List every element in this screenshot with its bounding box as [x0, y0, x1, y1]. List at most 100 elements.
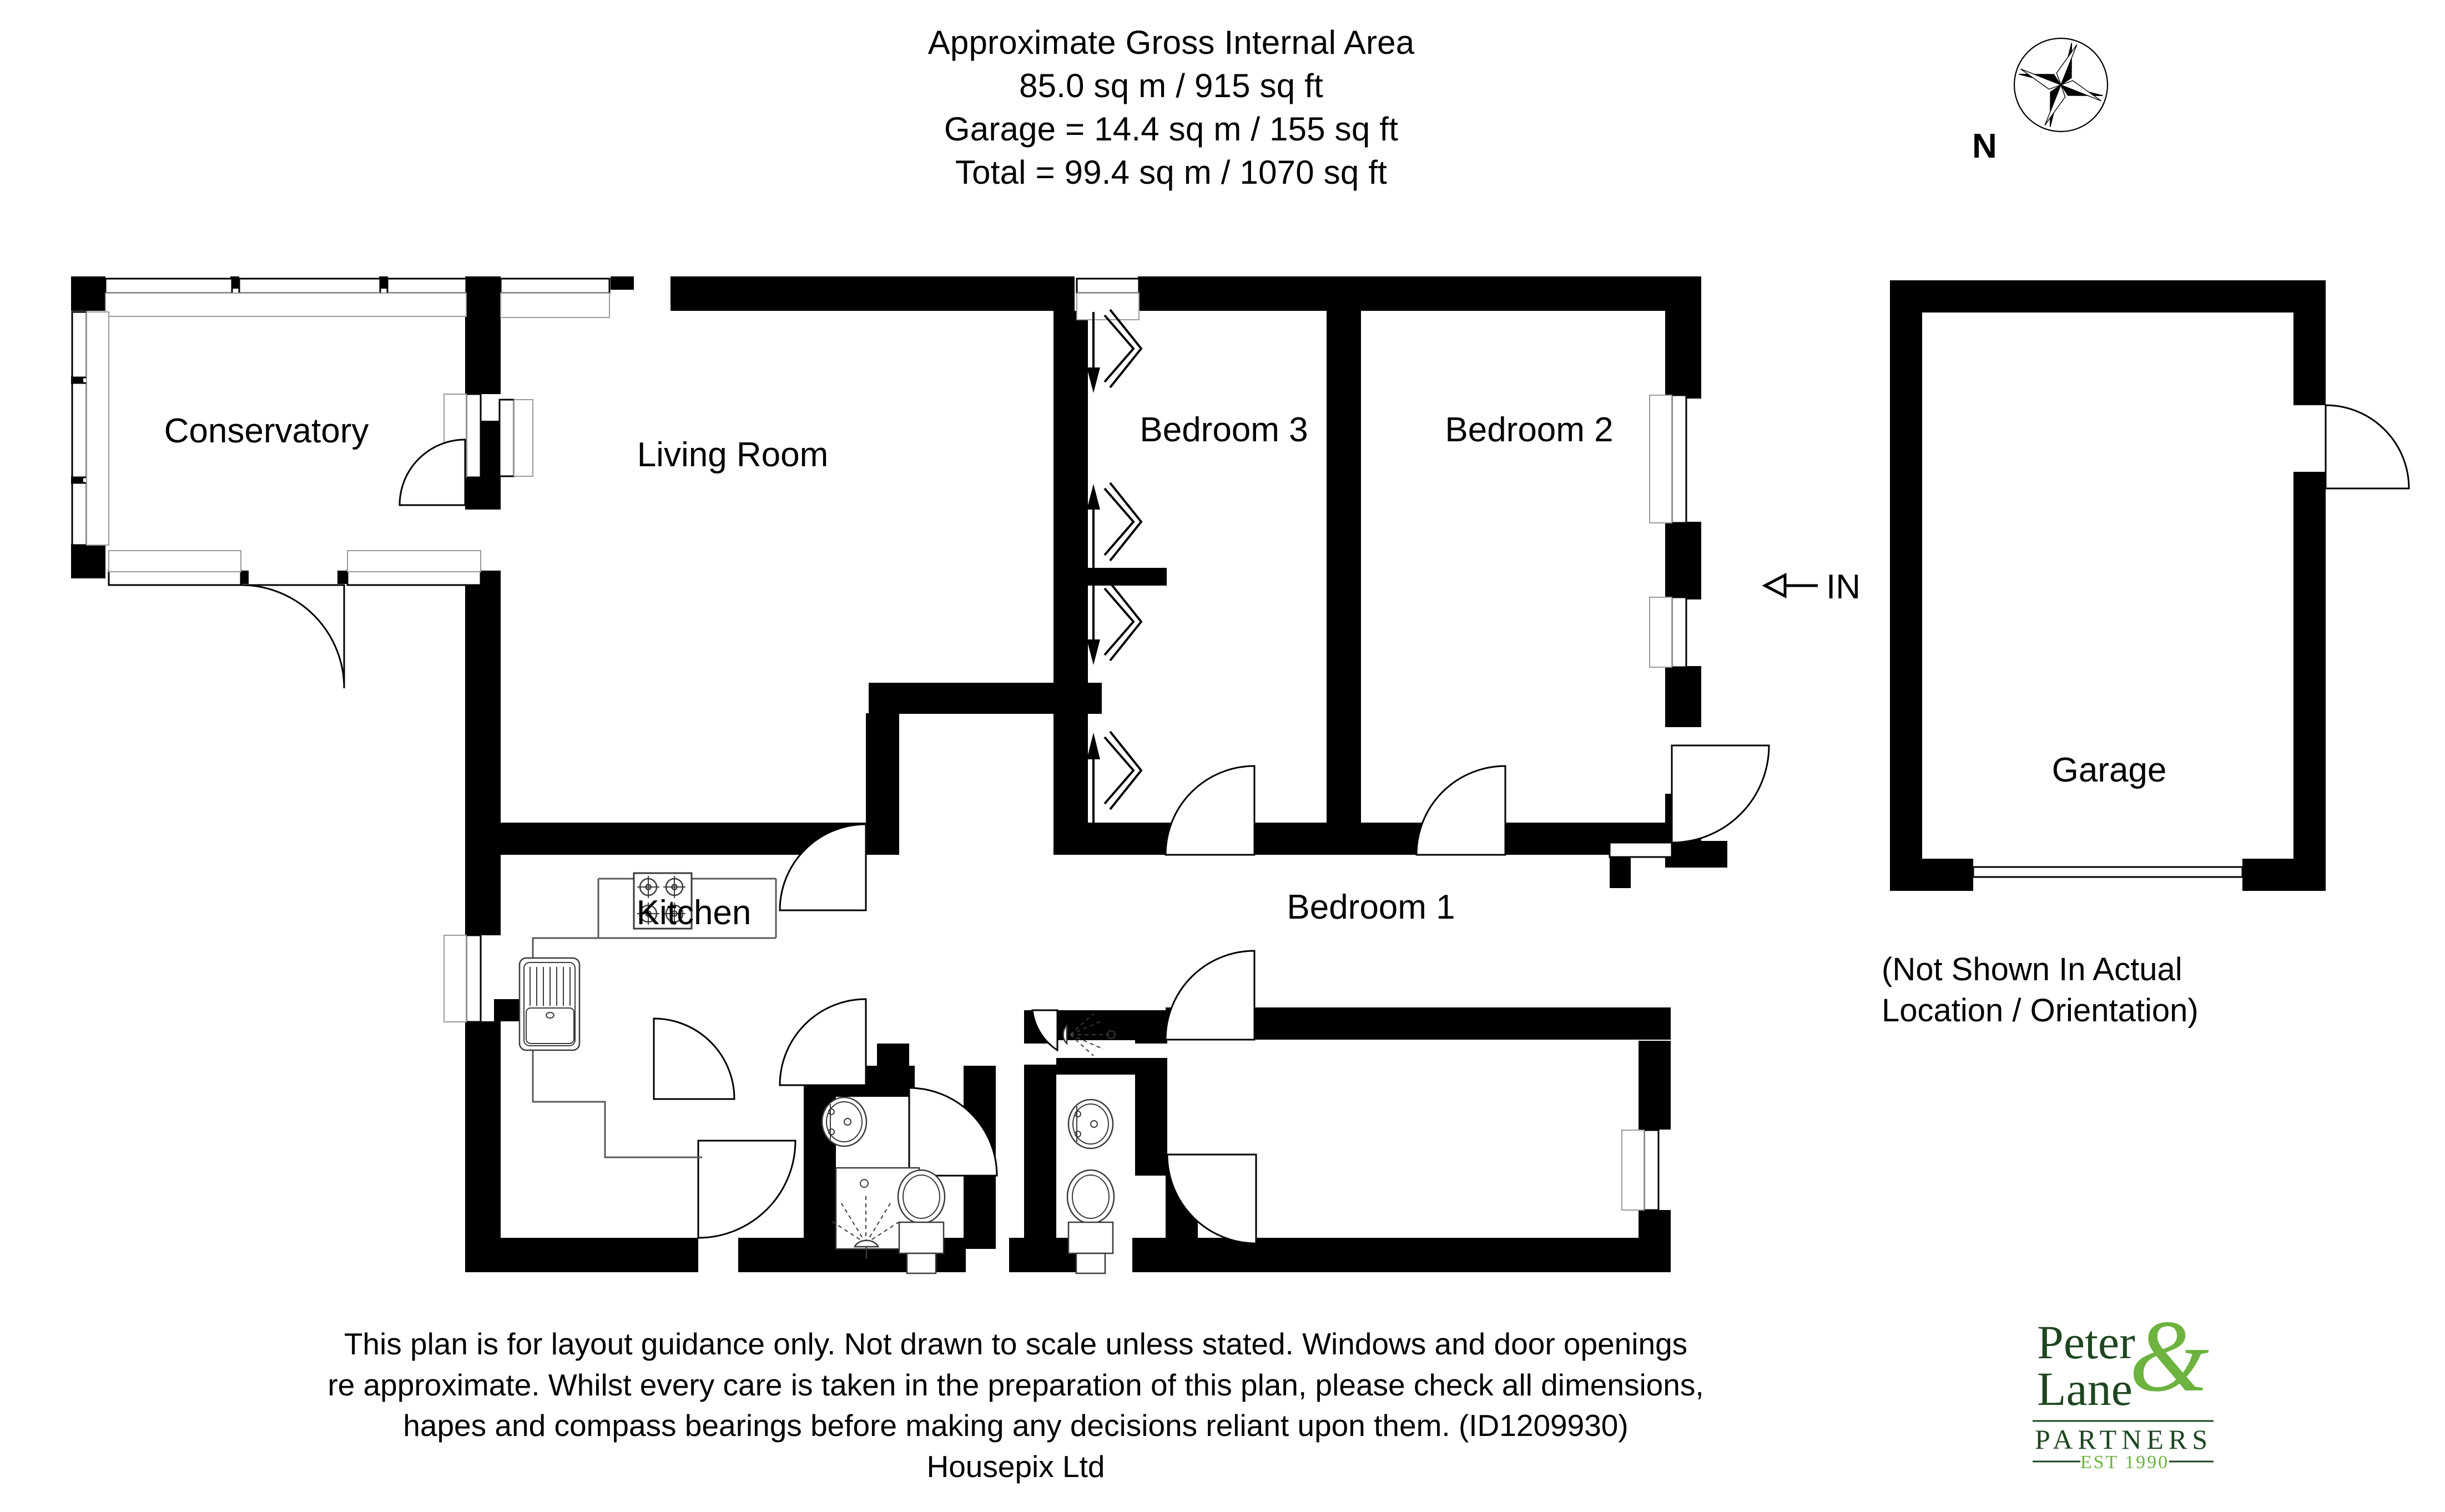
- wall-east-low: [1665, 666, 1701, 727]
- kitchen-sink: [518, 957, 581, 1051]
- window-cons-n-sill: [105, 293, 467, 317]
- window-cons-s-2-sill: [347, 550, 481, 572]
- window-cons-w-sill: [86, 311, 109, 546]
- door-bedroom-1-north: [1164, 950, 1256, 1041]
- wall-bed1-east-upper: [1639, 1041, 1671, 1130]
- wall-garage-east-lower: [2293, 472, 2326, 891]
- window-cons-s-2: [346, 569, 482, 586]
- wall-kitchen-west-upper: [465, 846, 501, 935]
- room-label-bedroom-1: Bedroom 1: [1287, 888, 1455, 926]
- room-labels: Conservatory Living Room Bedroom 3 Bedro…: [164, 411, 2167, 932]
- walls: [71, 276, 2326, 1272]
- area-summary: Approximate Gross Internal Area 85.0 sq …: [744, 21, 1599, 194]
- bathroom-2-fixtures: [1062, 1013, 1116, 1274]
- wall-hall-west-stub: [866, 713, 899, 824]
- logo-partners: PARTNERS: [2035, 1424, 2212, 1455]
- room-label-bedroom-2: Bedroom 2: [1445, 411, 1613, 449]
- compass-north-label: N: [1972, 127, 1997, 165]
- mullion-cons-n-2: [379, 276, 388, 289]
- door-garage-side: [2325, 404, 2410, 490]
- wall-north-seg-b: [671, 276, 1053, 311]
- window-bed1-e: [1643, 1129, 1660, 1211]
- door-bedroom-3: [1164, 765, 1256, 856]
- wall-south-e: [1132, 1238, 1671, 1272]
- sliding-door-3: [1087, 582, 1143, 665]
- wall-bath2-ne-jamb: [1135, 1010, 1167, 1044]
- hob-outline: [633, 872, 693, 930]
- wall-garage-north: [1890, 280, 2326, 313]
- door-conservatory-living: [399, 439, 466, 506]
- entrance-arrow-head: [1762, 572, 1787, 599]
- wall-north-seg-a: [465, 276, 501, 311]
- mullion-cons-s-2: [337, 571, 347, 584]
- window-cons-e-sill: [513, 399, 533, 477]
- sliding-door-symbols: [1087, 309, 1143, 823]
- entry-door-leaf: [1609, 841, 1673, 858]
- wall-garage-south-right: [2242, 859, 2326, 891]
- wc-2: [1066, 1169, 1115, 1274]
- disclaimer-line-4: Housepix Ltd: [926, 1449, 1105, 1484]
- area-summary-line-3: Garage = 14.4 sq m / 155 sq ft: [944, 110, 1399, 148]
- wall-cons-nw-pillar: [71, 276, 105, 311]
- compass-rose: N: [1968, 36, 2129, 175]
- room-label-bedroom-3: Bedroom 3: [1140, 411, 1308, 449]
- door-hall-west-lower: [779, 998, 867, 1086]
- shower-2: [1062, 1013, 1116, 1056]
- wall-bath2-mid: [1056, 1058, 1167, 1075]
- window-garage-door: [1972, 866, 2244, 878]
- window-cons-n-3: [386, 278, 467, 294]
- door-hall-west-upper: [779, 823, 867, 911]
- wall-bath2-east-upper: [1135, 1065, 1167, 1176]
- compass-star: [2019, 43, 2103, 127]
- sliding-door-4: [1087, 730, 1143, 823]
- window-hall-e-sill: [1649, 597, 1672, 668]
- window-kitchen-w: [465, 934, 482, 1023]
- logo-established: EST 1990: [2080, 1452, 2169, 1473]
- wc-1: [897, 1169, 946, 1274]
- basin-1: [821, 1096, 868, 1147]
- window-bed3-n: [1076, 278, 1140, 294]
- area-summary-line-2: 85.0 sq m / 915 sq ft: [1019, 67, 1323, 104]
- agency-logo-svg: & Peter Lane PARTNERS EST 1990: [2033, 1299, 2214, 1473]
- area-summary-line-1: Approximate Gross Internal Area: [927, 24, 1415, 61]
- wall-cons-sw-pillar: [71, 544, 105, 578]
- wall-bath2-west: [1024, 1065, 1056, 1253]
- door-bedroom-1-west: [1166, 1153, 1257, 1244]
- window-cons-w-2: [71, 382, 88, 478]
- door-bedroom-2: [1415, 765, 1506, 856]
- hob-burners: [637, 876, 685, 925]
- door-bathroom-2: [1031, 1009, 1058, 1052]
- floor-plan: Conservatory Living Room Bedroom 3 Bedro…: [0, 244, 2445, 1288]
- wall-garage-east-upper: [2293, 280, 2326, 405]
- wall-kitchen-west-lower: [465, 1021, 501, 1238]
- floor-plan-svg: Conservatory Living Room Bedroom 3 Bedro…: [71, 276, 2410, 1274]
- mullion-lr-n-1: [611, 276, 634, 290]
- window-lr-n: [500, 278, 611, 294]
- logo-line-peter: Peter: [2037, 1316, 2135, 1369]
- window-cons-n-1: [104, 278, 233, 294]
- wall-bed1-north-b: [1521, 1007, 1671, 1040]
- door-kitchen-north: [653, 1017, 735, 1100]
- window-cons-w-3: [71, 482, 88, 546]
- wall-south-a: [465, 1238, 698, 1272]
- sliding-door-2: [1087, 482, 1143, 569]
- room-label-garage: Garage: [2052, 751, 2167, 789]
- room-label-living-room: Living Room: [637, 436, 829, 474]
- windows: [71, 278, 2244, 1211]
- basin-2: [1067, 1098, 1114, 1150]
- bathroom-1-fixtures: [821, 1096, 946, 1274]
- disclaimer-line-1: This plan is for layout guidance only. N…: [344, 1327, 1688, 1361]
- window-bed3-n-sill: [1076, 293, 1140, 320]
- agency-logo: & Peter Lane PARTNERS EST 1990: [2015, 1299, 2248, 1474]
- door-conservatory-exterior: [240, 584, 345, 689]
- disclaimer-text: This plan is for layout guidance only. N…: [266, 1324, 1765, 1488]
- garage-note-line-2: Location / Orientation): [1882, 992, 2199, 1029]
- wall-north-seg-c: [1053, 276, 1075, 311]
- window-kitchen-w-sill: [443, 935, 467, 1022]
- disclaimer-line-2: re approximate. Whilst every care is tak…: [327, 1367, 1704, 1402]
- window-cons-s-1-sill: [108, 550, 241, 572]
- wall-north-seg-d: [1138, 276, 1679, 311]
- room-label-conservatory: Conservatory: [164, 412, 369, 450]
- sliding-door-1: [1087, 309, 1143, 393]
- window-cons-s-1: [108, 569, 242, 586]
